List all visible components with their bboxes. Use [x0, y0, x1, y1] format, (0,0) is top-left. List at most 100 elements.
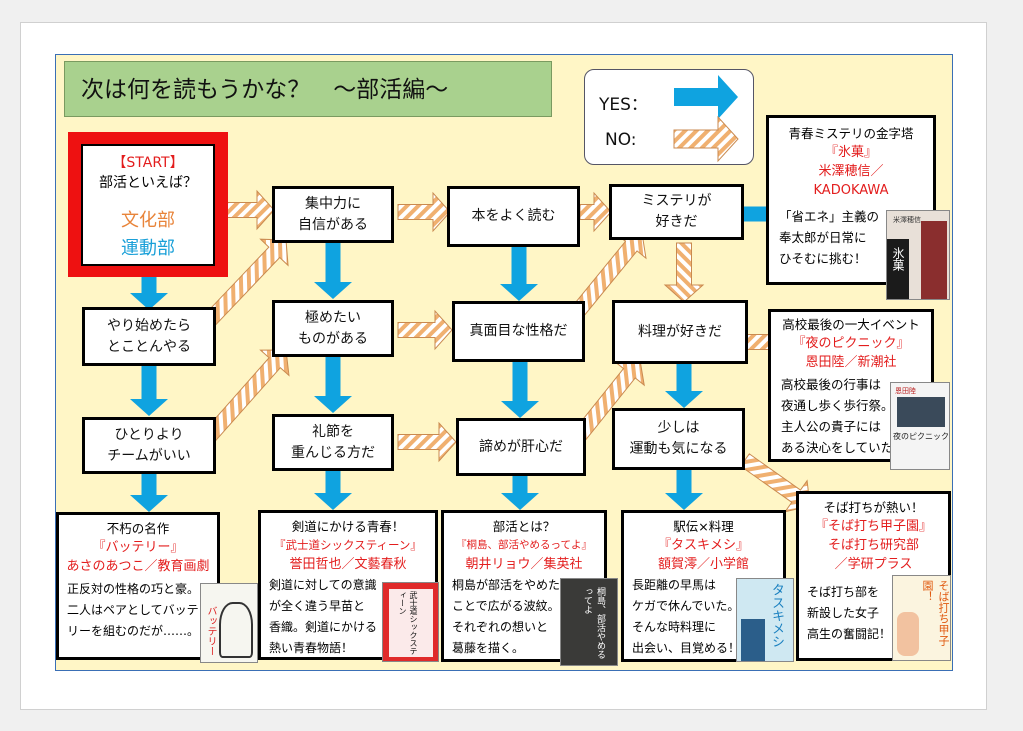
question-line: 極めたい [305, 309, 361, 326]
legend-yes-arrow [674, 75, 738, 119]
yes-arrow [665, 364, 703, 408]
question-akirame: 諦めが肝心だ [456, 418, 586, 476]
book-desc: 「省エネ」主義の 奉太郎が日常に ひそむに挑む！ [779, 206, 879, 269]
book-desc: 高校最後の行事は 夜通し歩く歩行祭。 主人公の貴子には ある決心をしていた。 [781, 374, 906, 458]
book-desc-line: 出会い、目覚める！ [632, 641, 741, 655]
question-line: とことんやる [107, 338, 191, 355]
book-desc-line: が全く違う早苗と [269, 599, 366, 613]
yes-arrow [314, 243, 352, 299]
question-reisetsu: 礼節を 重んじる方だ [272, 414, 394, 471]
start-tag: 【START】 [112, 155, 184, 171]
legend-no-arrow [673, 115, 739, 163]
no-arrow [397, 421, 457, 463]
cover-title-text: そば打ち甲子園！ [921, 580, 950, 646]
book-publisher: ／学研プラス [834, 557, 913, 572]
cover-figure [741, 619, 765, 661]
cover-title-text: バッテリー [205, 606, 216, 656]
book-desc-line: 高校最後の行事は [781, 377, 882, 392]
book-desc-line: リーを組むのだが……。 [67, 624, 200, 638]
book-cover-battery: バッテリー [200, 583, 258, 663]
book-desc-line: そば打ち部を [807, 585, 880, 599]
book-author: 恩田陸／新潮社 [805, 355, 897, 370]
yes-arrow [130, 363, 168, 416]
book-card-picnic: 高校最後の一大イベント 『夜のピクニック』 恩田陸／新潮社 高校最後の行事は 夜… [768, 309, 934, 462]
book-title: 『バッテリー』 [92, 540, 184, 555]
question-kiwame: 極めたい ものがある [272, 300, 394, 357]
question-majime: 真面目な性格だ [452, 301, 585, 362]
book-cover-sobauchi: そば打ち甲子園！ [892, 575, 951, 661]
no-arrow [579, 191, 612, 233]
question-line: 好きだ [655, 214, 698, 230]
book-desc-line: 桐島が部活をやめた [452, 578, 561, 592]
cover-title-text: 武士道シックスティーン [398, 591, 418, 655]
book-headline: 不朽の名作 [106, 521, 170, 536]
question-ryouri: 料理が好きだ [612, 300, 748, 364]
book-cover-hyouka: 米澤穂信 氷菓 [886, 210, 950, 300]
cover-title-text: 氷菓 [891, 247, 905, 271]
question-line: 少しは [657, 420, 700, 436]
book-title: 『タスキメシ』 [657, 538, 749, 553]
book-desc-line: 剣道に対しての意識 [269, 578, 377, 592]
book-cover-picnic: 恩田陸 夜のピクニック [890, 382, 950, 470]
yes-arrow [500, 247, 538, 301]
cover-author-text: 米澤穂信 [893, 216, 921, 224]
question-line: 礼節を [312, 423, 354, 440]
question-line: ものがある [298, 330, 368, 347]
book-headline: 青春ミステリの金字塔 [788, 126, 914, 141]
question-line: 料理が好きだ [638, 323, 722, 340]
book-desc-line: それぞれの想いと [452, 620, 549, 634]
book-desc-line: ひそむに挑む！ [779, 251, 867, 266]
book-headline: 剣道にかける青春！ [291, 519, 405, 534]
question-hon: 本をよく読む [447, 186, 580, 247]
book-title: 『そば打ち甲子園』 [814, 519, 932, 534]
page-title: 次は何を読もうかな？ ～部活編～ [64, 61, 552, 117]
cover-image [897, 397, 945, 427]
book-desc-line: 香織。剣道にかける [269, 620, 378, 634]
book-author: 額賀澪／小学館 [657, 557, 749, 572]
book-author: 朝井リョウ／集英社 [465, 557, 583, 572]
book-desc-line: ある決心をしていた。 [781, 440, 906, 455]
book-desc-line: そんな時料理に [632, 620, 717, 634]
no-arrow [201, 349, 290, 444]
book-cover-tasukimeshi: タスキメシ [736, 578, 794, 662]
question-line: 真面目な性格だ [469, 323, 568, 339]
book-headline: そば打ちが熱い！ [823, 500, 924, 515]
book-title: 『武士道シックスティーン』 [274, 538, 422, 552]
book-headline: 駅伝×料理 [673, 519, 734, 534]
book-desc: 正反対の性格の巧と豪。 二人はペアとしてバッテ リーを組むのだが……。 [67, 579, 199, 642]
start-option-bunka: 文化部 [121, 210, 175, 231]
cover-figure [887, 239, 909, 299]
book-desc-line: 正反対の性格の巧と豪。 [67, 582, 200, 596]
book-desc-line: 「省エネ」主義の [779, 209, 880, 224]
book-desc-line: 長距離の早馬は [632, 578, 717, 592]
question-mystery: ミステリが 好きだ [609, 184, 744, 240]
book-desc-line: 熱い青春物語！ [269, 641, 354, 655]
yes-arrow [130, 260, 168, 310]
no-arrow [201, 238, 289, 328]
book-author: 誉田哲也／文藝春秋 [289, 557, 407, 572]
book-desc: 剣道に対しての意識 が全く違う早苗と 香織。剣道にかける 熱い青春物語！ [269, 575, 378, 657]
legend-no-label: NO: [605, 130, 637, 150]
book-author: あさのあつこ／教育画劇 [66, 559, 210, 574]
question-line: 集中力に [305, 195, 361, 212]
book-title: 『桐島、部活やめるってよ』 [456, 539, 592, 551]
book-desc-line: 主人公の貴子には [781, 419, 882, 434]
question-line: ひとりより [114, 426, 184, 443]
book-desc-line: 二人はペアとしてバッテ [67, 603, 199, 617]
question-line: 本をよく読む [471, 208, 556, 224]
question-undou: 少しは 運動も気になる [612, 408, 745, 470]
question-line: 自信がある [298, 216, 368, 233]
book-desc-line: ことで広がる波紋。 [452, 599, 560, 613]
book-author: 米澤穂信／ [818, 164, 884, 179]
yes-arrow [501, 362, 539, 418]
yes-arrow [314, 471, 352, 510]
question-line: 運動も気になる [629, 441, 728, 457]
book-card-tasukimeshi: 駅伝×料理 『タスキメシ』 額賀澪／小学館 長距離の早馬は ケガで休んでいた。 … [621, 510, 786, 662]
book-desc: 長距離の早馬は ケガで休んでいた。 そんな時料理に 出会い、目覚める！ [632, 575, 740, 659]
cover-title-text: 桐島、部活やめるってよ [582, 587, 605, 659]
question-line: やり始めたら [107, 317, 191, 334]
cover-title-text: 夜のピクニック [893, 432, 949, 441]
question-line: 重んじる方だ [291, 444, 375, 461]
book-card-battery: 不朽の名作 『バッテリー』 あさのあつこ／教育画劇 正反対の性格の巧と豪。 二人… [56, 512, 220, 660]
cover-figure [921, 221, 947, 299]
